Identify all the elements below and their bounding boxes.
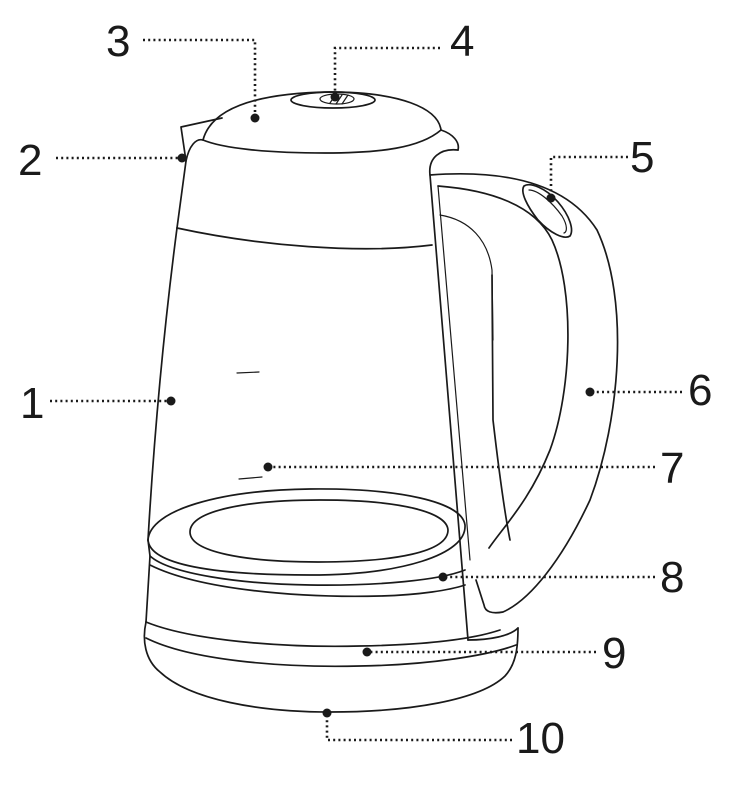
on-off-switch bbox=[522, 183, 573, 238]
kettle-illustration bbox=[143, 91, 619, 713]
leader-2-dot bbox=[177, 153, 187, 163]
leader-8-dot bbox=[438, 572, 448, 582]
callout-5: 5 bbox=[630, 133, 654, 182]
leader-10 bbox=[325, 717, 512, 742]
collar-band-line bbox=[176, 227, 433, 250]
callout-1: 1 bbox=[20, 379, 44, 428]
leader-3 bbox=[143, 38, 257, 114]
leader-9-dot bbox=[362, 647, 372, 657]
callout-4: 4 bbox=[450, 17, 474, 66]
callout-labels: 1 2 3 4 5 6 7 8 9 10 bbox=[18, 17, 712, 763]
callout-3: 3 bbox=[106, 17, 130, 66]
callout-leaders bbox=[50, 38, 682, 742]
heating-plate bbox=[147, 488, 466, 586]
callout-9: 9 bbox=[602, 629, 626, 678]
max-level-mark bbox=[236, 371, 260, 374]
spout bbox=[180, 117, 223, 162]
handle bbox=[429, 148, 619, 641]
base-band bbox=[145, 555, 501, 648]
leader-4-dot bbox=[330, 92, 340, 102]
leader-4 bbox=[333, 46, 440, 93]
leader-7-dot bbox=[263, 462, 273, 472]
leader-5 bbox=[549, 155, 628, 194]
leader-6-dot bbox=[585, 387, 595, 397]
leader-1-dot bbox=[166, 396, 176, 406]
leader-3-dot bbox=[250, 113, 260, 123]
callout-6: 6 bbox=[688, 366, 712, 415]
callout-10: 10 bbox=[516, 714, 565, 763]
leader-5-dot bbox=[546, 193, 556, 203]
leader-10-dot bbox=[322, 708, 332, 718]
callout-2: 2 bbox=[18, 136, 42, 185]
glass-body-left bbox=[147, 227, 178, 541]
callout-7: 7 bbox=[660, 444, 684, 493]
min-level-mark bbox=[238, 476, 263, 480]
callout-8: 8 bbox=[660, 553, 684, 602]
top-collar bbox=[176, 129, 460, 229]
